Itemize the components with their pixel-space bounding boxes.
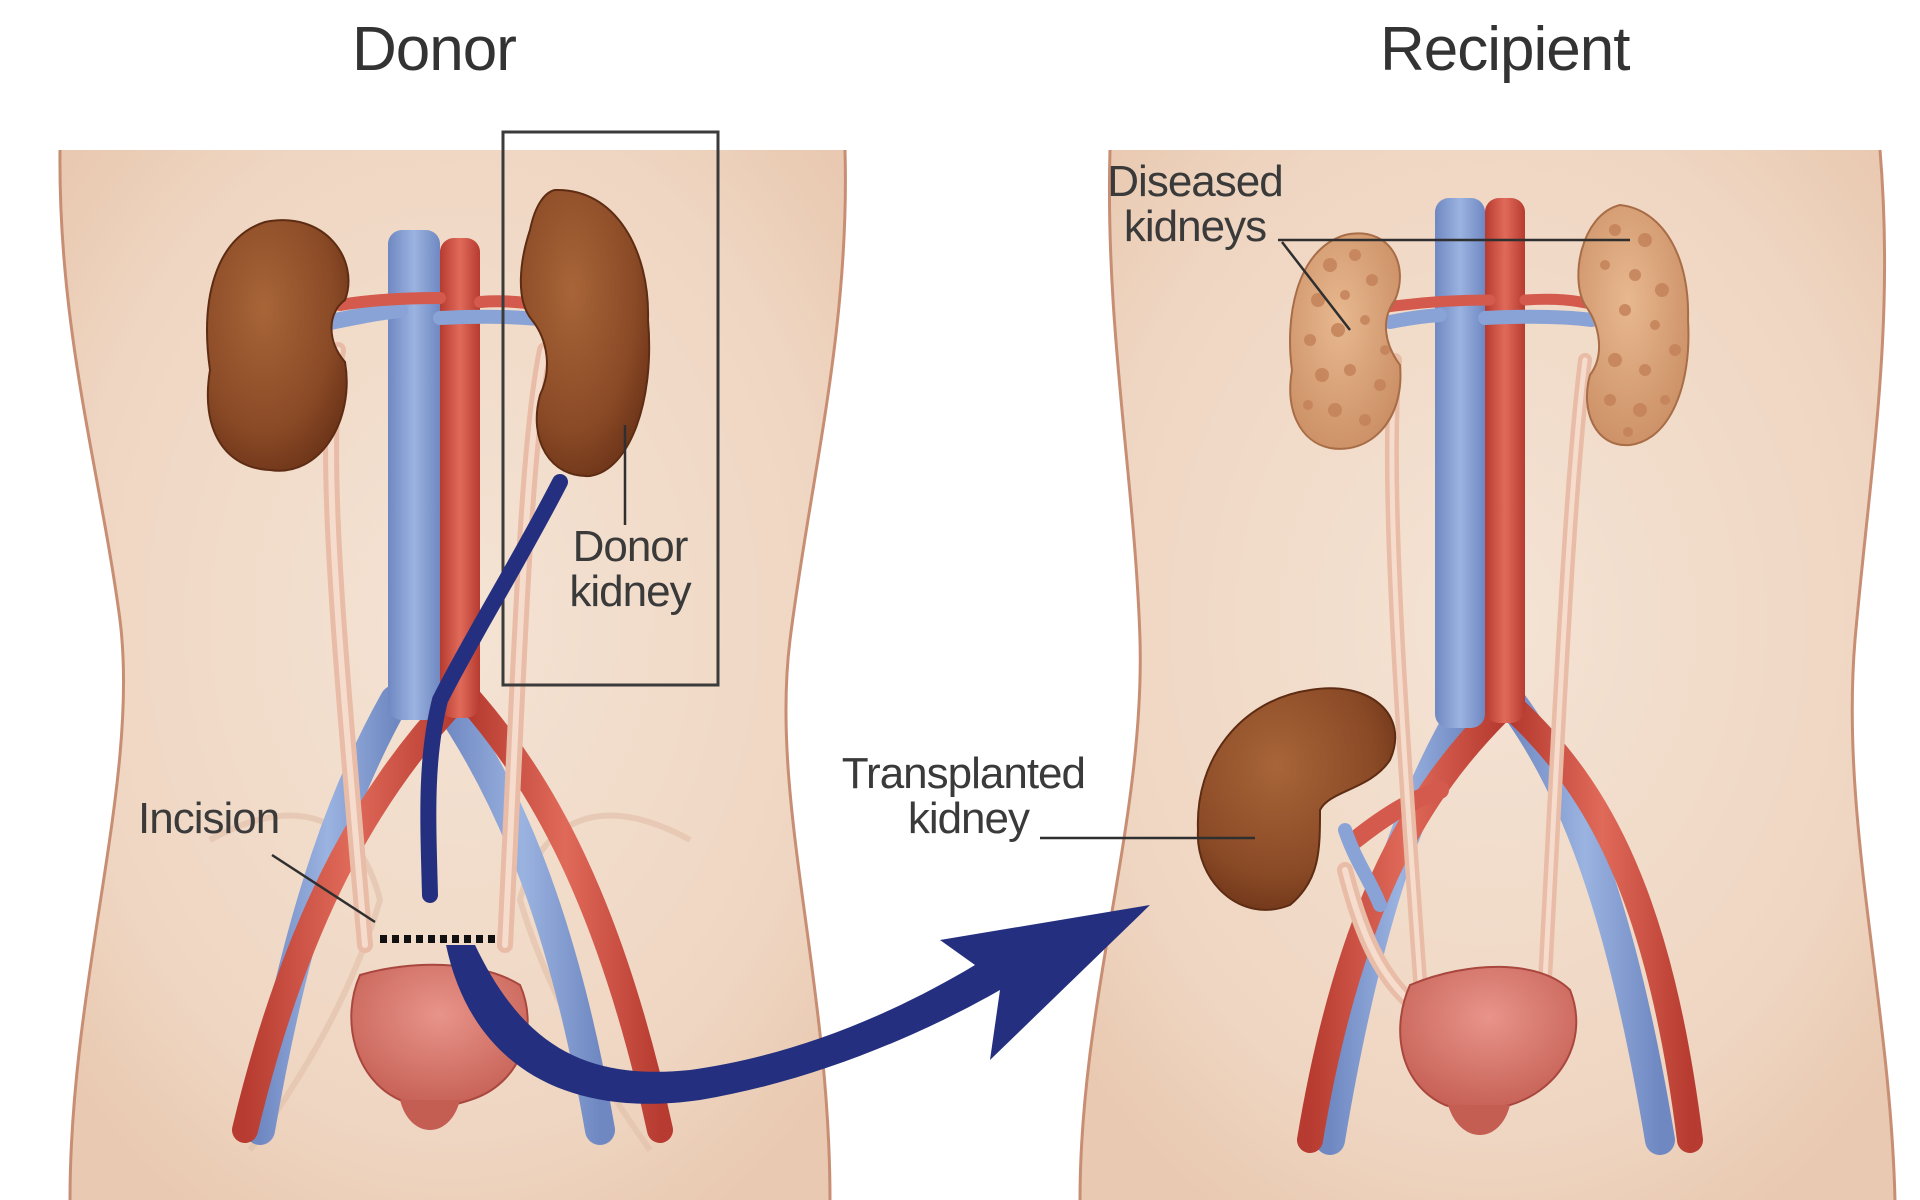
transplanted-kidney-label-line-2: kidney: [907, 793, 1030, 843]
donor-kidney-label-line-1: Donor: [572, 522, 689, 571]
transfer-arrow-icon: [446, 905, 1150, 1104]
diseased-kidney-left: [1289, 232, 1402, 450]
donor-heading: Donor: [352, 15, 517, 84]
diseased-kidney-right: [1577, 203, 1690, 447]
donor-surgical-path: [420, 474, 568, 903]
diseased-kidneys-label: Diseased kidneys: [1100, 157, 1290, 251]
diseased-kidneys-leader-lines: [1278, 238, 1630, 331]
incision-leader-line: [271, 853, 376, 924]
recipient-blood-vessels: [1297, 198, 1703, 1155]
diseased-kidneys-label-line-1: Diseased: [1107, 157, 1283, 206]
donor-kidney-label: Donor kidney: [560, 522, 700, 616]
transplanted-kidney-label-line-1: Transplanted: [841, 749, 1086, 798]
donor-kidney-organ: [519, 188, 651, 478]
diseased-kidneys-label-line-2: kidneys: [1123, 201, 1267, 251]
donor-kidney-label-line-2: kidney: [569, 566, 691, 616]
recipient-heading: Recipient: [1380, 15, 1630, 84]
donor-left-kidney: [206, 219, 350, 472]
donor-kidney-highlight-box: [501, 130, 720, 687]
donor-blood-vessels: [232, 230, 673, 1145]
transplanted-kidney-label: Transplanted kidney: [830, 749, 1086, 843]
recipient-bladder: [1399, 965, 1578, 1112]
transplanted-kidney-organ: [1196, 687, 1397, 911]
incision-label: Incision: [138, 794, 280, 843]
